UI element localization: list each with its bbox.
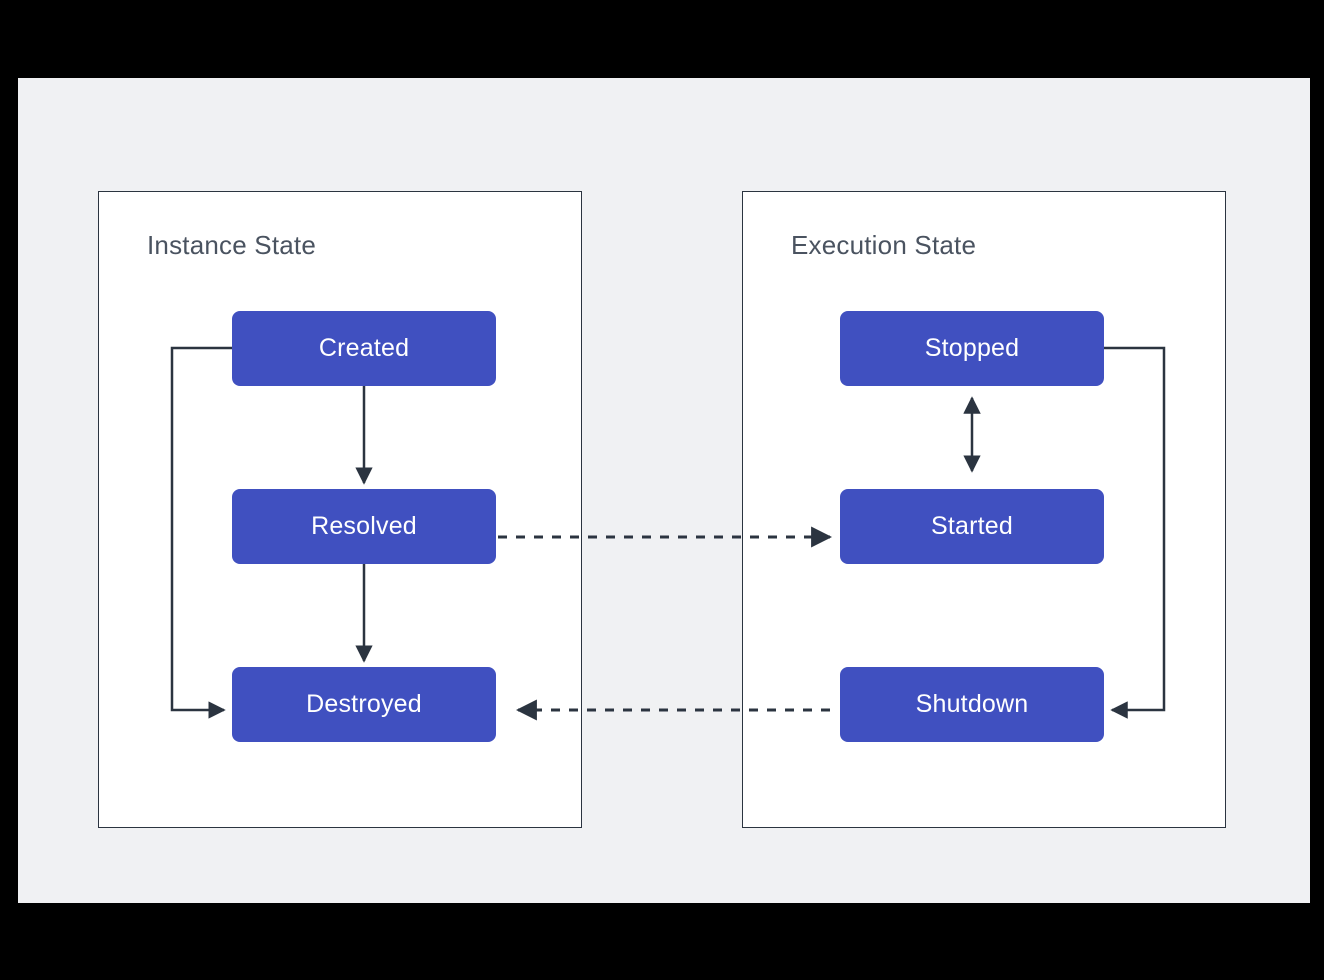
- node-shutdown[interactable]: Shutdown: [840, 667, 1104, 742]
- node-started[interactable]: Started: [840, 489, 1104, 564]
- panel-execution-state-title: Execution State: [791, 230, 977, 260]
- node-destroyed[interactable]: Destroyed: [232, 667, 496, 742]
- panel-instance-state-title: Instance State: [147, 230, 317, 260]
- node-resolved[interactable]: Resolved: [232, 489, 496, 564]
- node-created[interactable]: Created: [232, 311, 496, 386]
- diagram-canvas: Instance State Created Resolved Destroye…: [18, 78, 1310, 903]
- node-stopped[interactable]: Stopped: [840, 311, 1104, 386]
